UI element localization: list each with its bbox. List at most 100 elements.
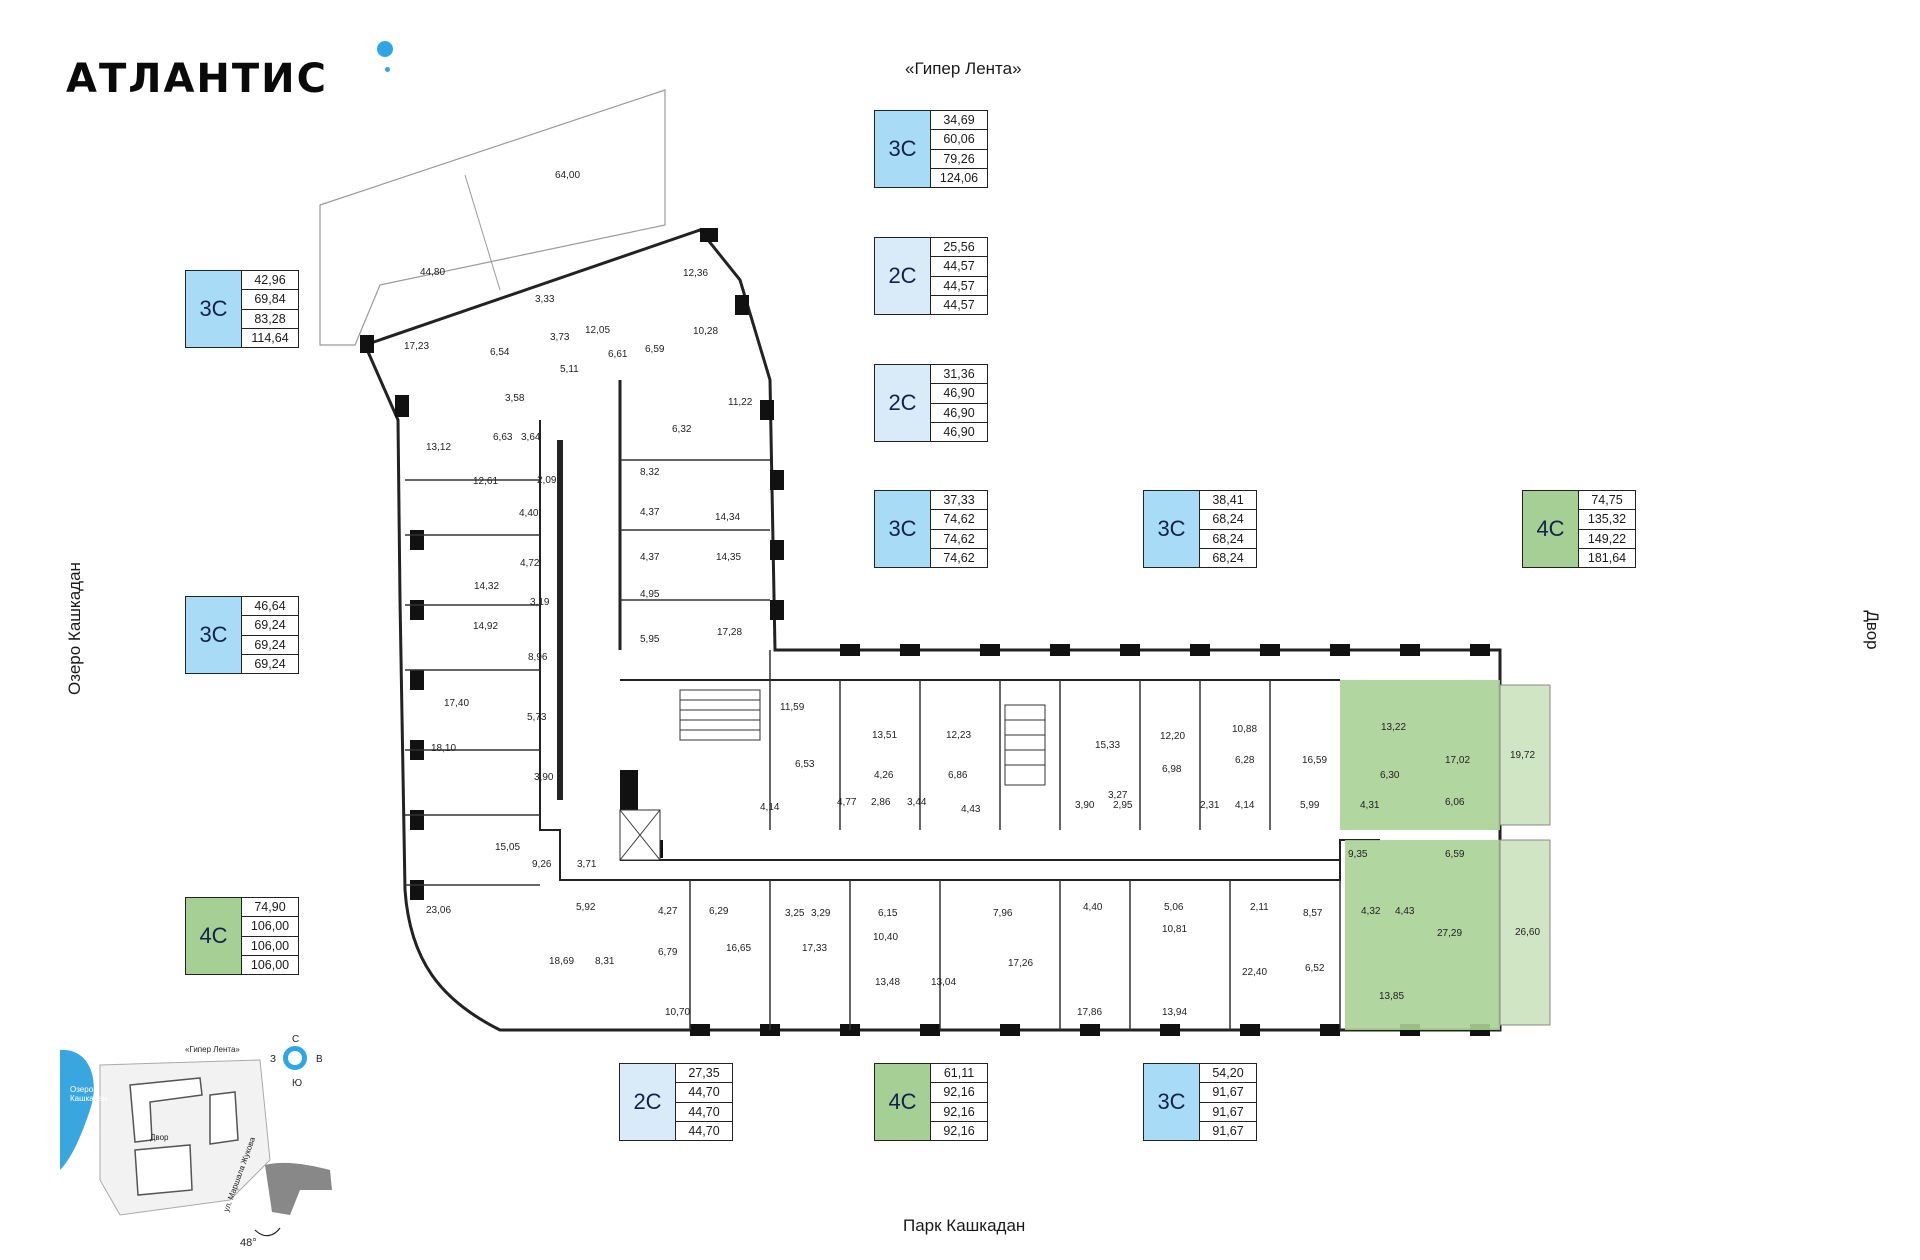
apartment-legend[interactable]: 4С 74,90 106,00 106,00 106,00 <box>185 897 299 975</box>
apartment-area-values: 74,90 106,00 106,00 106,00 <box>242 898 298 974</box>
room-area-label: 13,85 <box>1379 991 1404 1002</box>
room-area-label: 4,14 <box>1235 800 1255 811</box>
room-area-label: 4,72 <box>520 558 540 569</box>
room-area-label: 4,37 <box>640 552 660 563</box>
minimap-yard-label: Двор <box>150 1133 169 1142</box>
area-value: 114,64 <box>251 330 289 345</box>
area-value: 44,57 <box>931 277 987 296</box>
room-area-label: 6,06 <box>1445 797 1465 808</box>
room-area-label: 9,35 <box>1348 849 1368 860</box>
apartment-type-badge: 3С <box>875 491 931 567</box>
room-area-label: 13,48 <box>875 977 900 988</box>
compass-icon <box>283 1046 307 1070</box>
apartment-area-values: 42,96 69,84 83,28 114,64 <box>242 271 298 347</box>
compass-west-label: З <box>270 1054 277 1065</box>
apartment-legend[interactable]: 3С 54,20 91,67 91,67 91,67 <box>1143 1063 1257 1141</box>
room-area-label: 17,28 <box>717 627 742 638</box>
area-value: 91,67 <box>1200 1083 1256 1103</box>
area-value: 106,00 <box>242 937 298 956</box>
room-area-label: 2,09 <box>537 475 557 486</box>
building-outline <box>362 228 1502 1032</box>
room-area-label: 6,59 <box>645 344 665 355</box>
room-area-label: 6,79 <box>658 947 678 958</box>
room-area-label: 26,60 <box>1515 927 1540 938</box>
room-area-label: 14,35 <box>716 552 741 563</box>
apartment-legend[interactable]: 3С 42,96 69,84 83,28 114,64 <box>185 270 299 348</box>
room-area-label: 17,86 <box>1077 1007 1102 1018</box>
room-area-label: 8,57 <box>1303 908 1323 919</box>
apartment-type-badge: 2С <box>620 1064 676 1140</box>
room-area-label: 16,65 <box>726 943 751 954</box>
area-value: 69,24 <box>242 636 298 655</box>
apartment-area-values: 46,64 69,24 69,24 69,24 <box>242 597 298 673</box>
apartment-legend[interactable]: 4С 61,11 92,16 92,16 92,16 <box>874 1063 988 1141</box>
apartment-legend[interactable]: 3С 38,41 68,24 68,24 68,24 <box>1143 490 1257 568</box>
brand-logo-dot-small <box>385 67 390 72</box>
apartment-legend[interactable]: 2С 31,36 46,90 46,90 46,90 <box>874 364 988 442</box>
room-area-label: 13,51 <box>872 730 897 741</box>
room-area-label: 3,73 <box>550 332 570 343</box>
area-value: 31,36 <box>931 365 987 385</box>
apartment-legend[interactable]: 2С 27,35 44,70 44,70 44,70 <box>619 1063 733 1141</box>
brand-logo-dot <box>377 41 393 57</box>
area-value: 69,84 <box>242 290 298 310</box>
apartment-type-badge: 2С <box>875 238 931 314</box>
room-area-label: 13,94 <box>1162 1007 1187 1018</box>
room-area-label: 4,26 <box>874 770 894 781</box>
room-area-label: 2,95 <box>1113 800 1133 811</box>
apartment-legend[interactable]: 4С 74,75 135,32 149,22 181,64 <box>1522 490 1636 568</box>
room-area-label: 13,12 <box>426 442 451 453</box>
room-area-label: 3,25 <box>785 908 805 919</box>
direction-top-label: «Гипер Лента» <box>905 59 1022 78</box>
room-area-label: 6,29 <box>709 906 729 917</box>
apartment-legend[interactable]: 3С 46,64 69,24 69,24 69,24 <box>185 596 299 674</box>
room-area-label: 10,40 <box>873 932 898 943</box>
apartment-legend[interactable]: 2С 25,56 44,57 44,57 44,57 <box>874 237 988 315</box>
area-value: 60,06 <box>931 130 987 150</box>
apartment-type-badge: 2С <box>875 365 931 441</box>
area-value: 74,90 <box>242 898 298 918</box>
apartment-area-values: 25,56 44,57 44,57 44,57 <box>931 238 987 314</box>
room-area-label: 27,29 <box>1437 928 1462 939</box>
site-minimap <box>60 1049 332 1237</box>
room-area-label: 4,40 <box>519 508 539 519</box>
room-area-label: 19,72 <box>1510 750 1535 761</box>
area-value: 69,24 <box>242 616 298 636</box>
apartment-area-values: 27,35 44,70 44,70 44,70 <box>676 1064 732 1140</box>
area-value: 61,11 <box>931 1064 987 1084</box>
room-area-label: 6,59 <box>1445 849 1465 860</box>
area-value: 44,70 <box>676 1103 732 1122</box>
minimap-angle-label: 48° <box>240 1237 257 1249</box>
area-value: 46,90 <box>931 384 987 404</box>
room-area-label: 11,59 <box>780 702 805 713</box>
compass-south-label: Ю <box>292 1078 303 1089</box>
room-area-label: 3,29 <box>811 908 831 919</box>
room-area-label: 3,27 <box>1108 790 1128 801</box>
apartment-legend[interactable]: 3С 34,69 60,06 79,26 124,06 <box>874 110 988 188</box>
room-area-label: 6,54 <box>490 347 510 358</box>
area-value: 34,69 <box>931 111 987 131</box>
apartment-type-badge: 3С <box>186 597 242 673</box>
apartment-legend[interactable]: 3С 37,33 74,62 74,62 74,62 <box>874 490 988 568</box>
room-area-label: 9,26 <box>532 859 552 870</box>
room-area-label: 11,22 <box>728 397 753 408</box>
room-area-label: 17,26 <box>1008 958 1033 969</box>
room-area-label: 3,64 <box>521 432 541 443</box>
room-area-label: 3,71 <box>577 859 597 870</box>
room-area-label: 4,95 <box>640 589 660 600</box>
area-value: 124,06 <box>939 170 979 185</box>
room-area-label: 3,33 <box>535 294 555 305</box>
area-value: 106,00 <box>242 917 298 937</box>
room-area-label: 10,81 <box>1162 924 1187 935</box>
room-area-label: 3,19 <box>530 597 550 608</box>
room-labels: 64,00 44,80 12,36 3,33 3,73 12,05 10,28 … <box>404 170 1540 1018</box>
area-value: 37,33 <box>931 491 987 511</box>
room-area-label: 44,80 <box>420 267 445 278</box>
area-value: 69,24 <box>254 656 286 671</box>
area-value: 74,62 <box>943 550 975 565</box>
brand-logo: АТЛАНТИС <box>66 56 329 102</box>
area-value: 92,16 <box>943 1123 975 1138</box>
room-area-label: 8,31 <box>595 956 615 967</box>
